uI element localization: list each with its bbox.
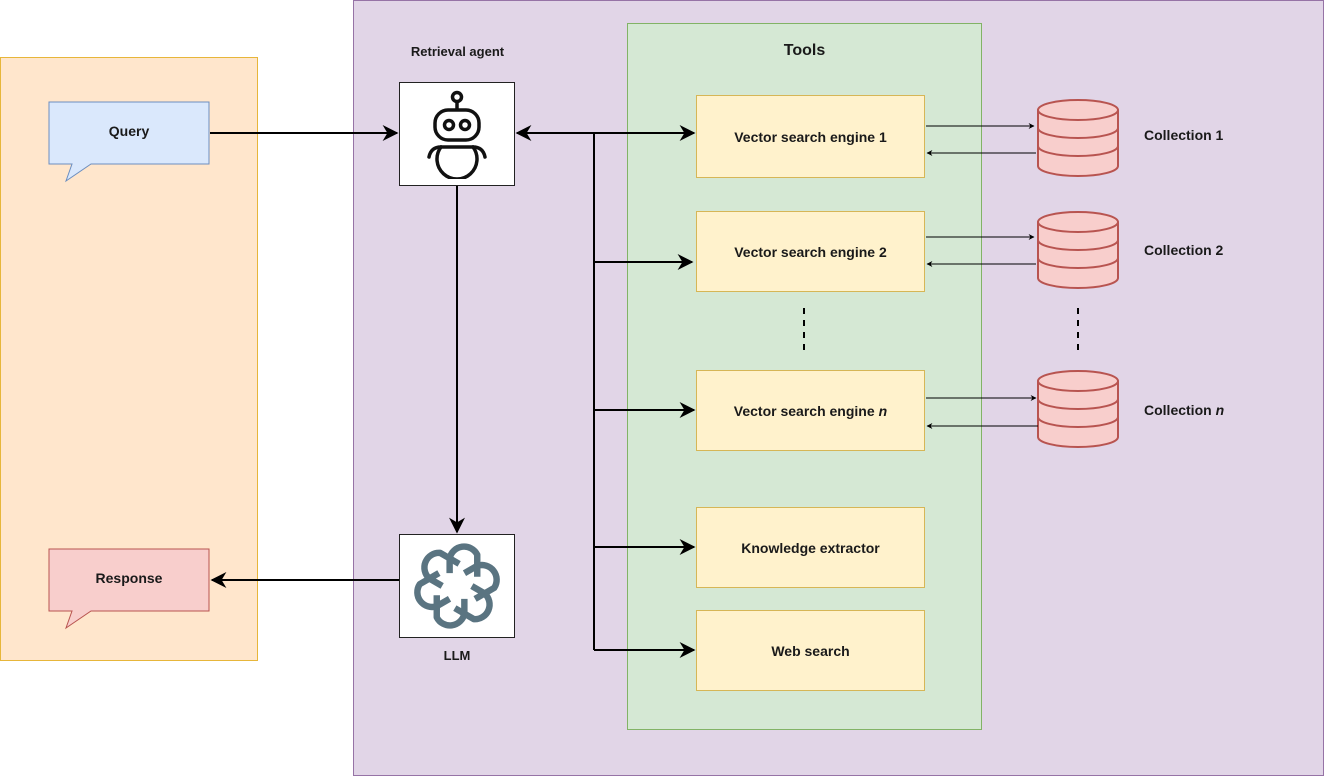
- response-bubble: Response: [48, 548, 210, 630]
- query-bubble-shape: [48, 101, 210, 183]
- database-icon-2: [1037, 211, 1119, 289]
- database-icon-n: [1037, 370, 1119, 448]
- web-search-label: Web search: [771, 642, 850, 659]
- retrieval-agent-label: Retrieval agent: [410, 44, 505, 59]
- vector-search-engine-n-label: Vector search engine: [733, 402, 875, 419]
- response-label: Response: [95, 570, 163, 586]
- knowledge-extractor[interactable]: Knowledge extractor: [696, 507, 925, 588]
- openai-logo-icon: [411, 543, 503, 632]
- collection-n-text: Collection: [1144, 402, 1212, 418]
- collection-2-label: Collection 2: [1144, 242, 1224, 258]
- collection-1-label: Collection 1: [1144, 127, 1224, 143]
- response-bubble-shape: [48, 548, 210, 630]
- retrieval-agent-node[interactable]: [399, 82, 515, 186]
- vector-search-engine-2[interactable]: Vector search engine 2: [696, 211, 925, 292]
- web-search[interactable]: Web search: [696, 610, 925, 691]
- knowledge-extractor-label: Knowledge extractor: [741, 539, 880, 556]
- llm-node[interactable]: [399, 534, 515, 638]
- robot-icon: [427, 90, 487, 179]
- query-label: Query: [108, 123, 150, 139]
- vector-search-engine-n-suffix: n: [878, 402, 888, 419]
- database-icon-1: [1037, 99, 1119, 177]
- query-bubble: Query: [48, 101, 210, 183]
- vector-search-engine-1-label: Vector search engine 1: [734, 128, 887, 145]
- tools-title: Tools: [783, 42, 826, 59]
- llm-label: LLM: [443, 648, 471, 663]
- vector-search-engine-1[interactable]: Vector search engine 1: [696, 95, 925, 178]
- vector-search-engine-2-label: Vector search engine 2: [734, 243, 887, 260]
- collection-n-suffix: n: [1215, 402, 1225, 418]
